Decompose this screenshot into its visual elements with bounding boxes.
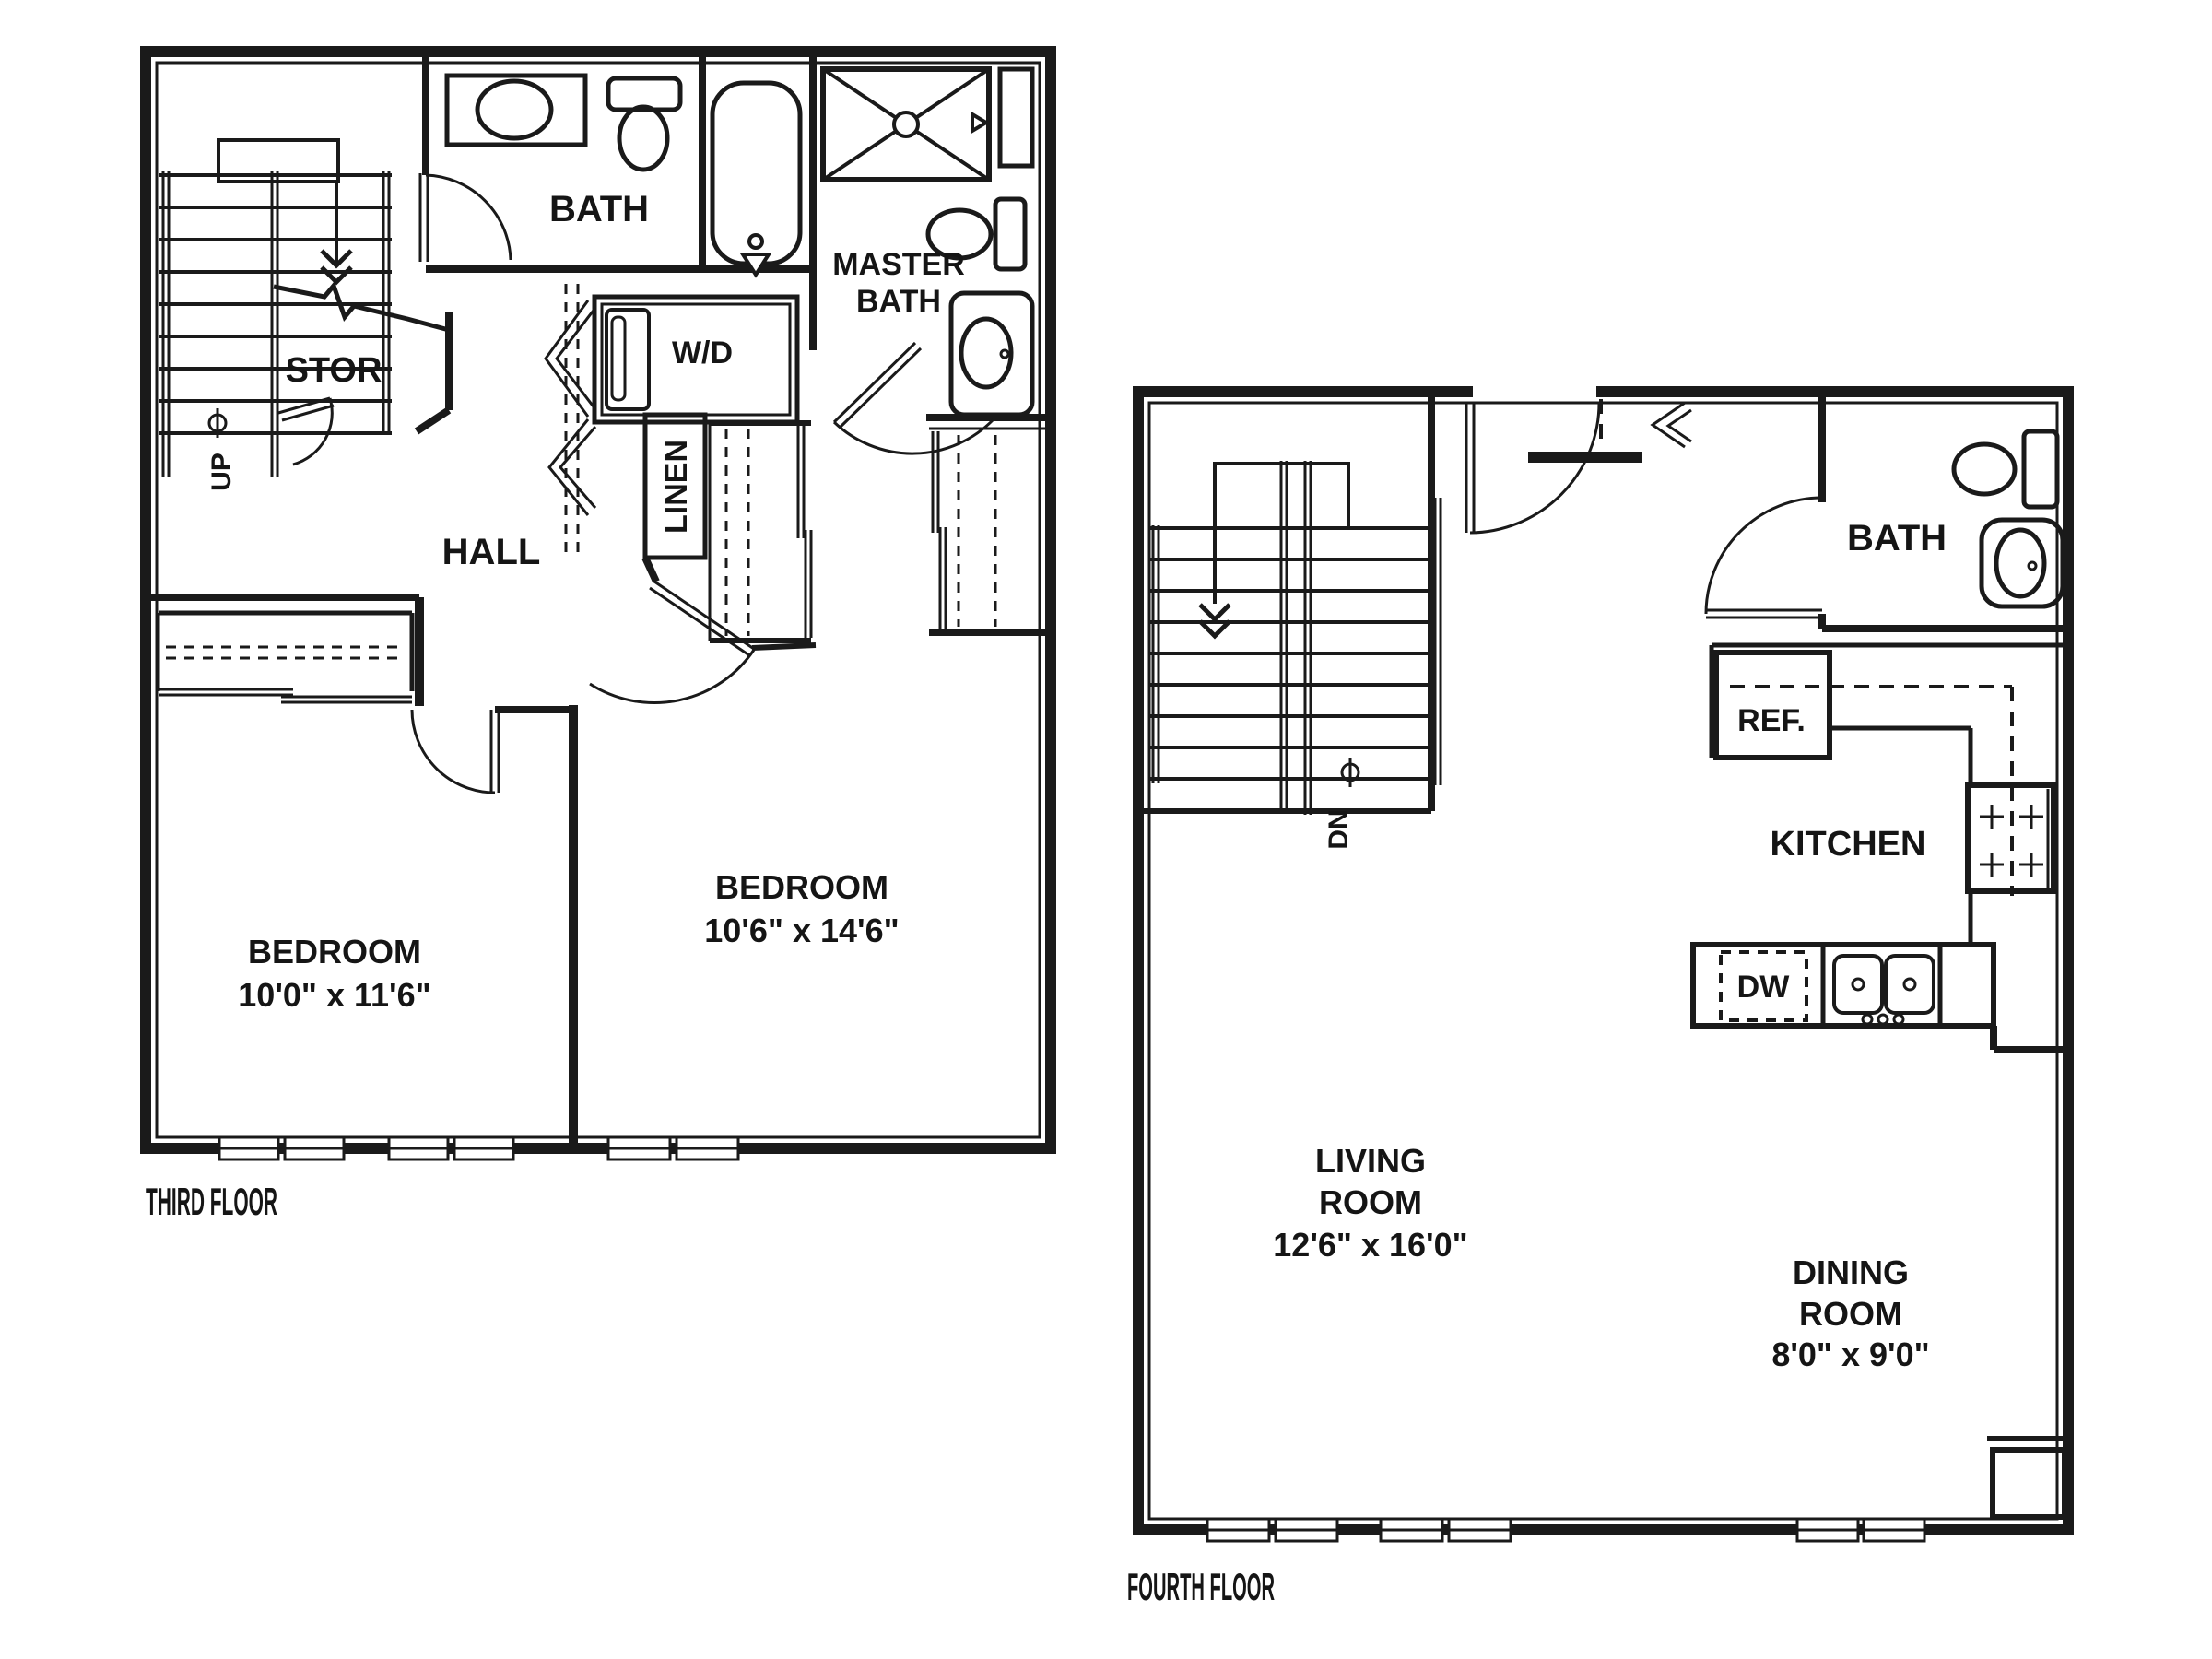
third-floor-title: THIRD FLOOR xyxy=(146,1180,277,1223)
toilet-tank xyxy=(606,76,683,112)
toilet-tank xyxy=(993,196,1028,272)
sink-icon xyxy=(475,78,554,141)
kitchen-sink-icon xyxy=(1820,942,1943,1029)
fourth-floor-outer-wall xyxy=(1133,386,2074,1535)
sink-icon xyxy=(959,316,1014,390)
stair-break-line xyxy=(273,281,450,333)
master-bath-label-line2: BATH xyxy=(856,284,941,319)
down-arrow-icon xyxy=(1198,603,1231,623)
dishwasher-outline xyxy=(1719,950,1808,1022)
down-arrow-icon xyxy=(320,265,353,286)
fourth-floor-plan: DN BATH xyxy=(1127,384,2074,1608)
toilet-icon xyxy=(925,207,994,261)
washer-dryer-appliance xyxy=(605,308,651,411)
sink-icon xyxy=(1994,527,2047,599)
bedroom1-door xyxy=(410,709,500,794)
bedroom2-door xyxy=(589,556,817,705)
third-floor-plan: UP STOR xyxy=(140,46,1056,1223)
bifold-door-icon xyxy=(1650,401,1686,449)
vanity-counter xyxy=(948,290,1035,418)
tub-faucet-marker xyxy=(739,253,772,278)
entry-door xyxy=(1465,384,1601,535)
bath-label: BATH xyxy=(549,189,649,229)
dining-room-dims: 8'0" x 9'0" xyxy=(1771,1335,1929,1373)
bath-room-fourth: BATH xyxy=(1704,392,2068,632)
living-room-label-line2: ROOM xyxy=(1319,1183,1422,1221)
stair-upper-run-outline xyxy=(217,138,340,183)
down-arrow-icon xyxy=(320,249,353,269)
toilet-tank xyxy=(2021,429,2060,510)
stairs-down: DN xyxy=(1144,392,1442,850)
bedroom2-dims: 10'6" x 14'6" xyxy=(704,912,899,949)
shower-shelf xyxy=(997,66,1035,169)
washer-dryer-label: W/D xyxy=(672,335,733,371)
refrigerator-icon xyxy=(1713,650,1832,760)
storage-angled-jamb xyxy=(414,406,452,435)
shower-head-marker xyxy=(971,111,990,135)
stove-icon xyxy=(1965,782,2056,894)
dining-room-label-line2: ROOM xyxy=(1799,1295,1902,1333)
toilet-icon xyxy=(1951,441,2018,497)
shower-icon xyxy=(820,66,992,182)
bifold-door-icon xyxy=(559,426,597,509)
storage-door xyxy=(277,396,335,466)
bifold-door-icon xyxy=(544,300,590,418)
living-room-dims: 12'6" x 16'0" xyxy=(1273,1226,1467,1264)
third-floor-outer-wall xyxy=(140,46,1056,1154)
bedroom2-closet-right xyxy=(929,427,1045,636)
fourth-floor-inner-wall-line xyxy=(1147,401,2059,1521)
dining-corner-notch xyxy=(1987,1436,2067,1520)
toilet-icon xyxy=(617,104,670,172)
master-bath-room: MASTER BATH xyxy=(809,52,1045,455)
third-floor-windows xyxy=(218,1135,740,1161)
bath-door xyxy=(1704,496,1823,619)
living-room-label-line1: LIVING xyxy=(1315,1142,1426,1180)
bedroom2-label: BEDROOM xyxy=(715,868,888,906)
hall-label: HALL xyxy=(442,532,541,572)
kitchen-label: KITCHEN xyxy=(1771,825,1926,864)
down-arrow-icon xyxy=(1198,619,1231,640)
bedroom1-closet xyxy=(157,610,415,704)
bedroom1-label: BEDROOM xyxy=(248,933,421,971)
sink-faucet xyxy=(999,348,1010,359)
kitchen-area: REF. KITCHEN DW xyxy=(1690,642,2068,1053)
fourth-floor-title: FOURTH FLOOR xyxy=(1127,1565,1275,1608)
master-bath-label-line1: MASTER xyxy=(832,247,965,282)
refrigerator-label: REF. xyxy=(1737,703,1806,738)
shower-drain xyxy=(892,111,920,138)
tub-drain xyxy=(747,233,764,250)
bifold-door-icon xyxy=(547,418,590,516)
dishwasher-label: DW xyxy=(1737,970,1791,1005)
bath-room-third: BATH xyxy=(418,52,813,278)
stairs-up: UP xyxy=(159,138,450,491)
sink-faucet xyxy=(2027,560,2038,571)
bath-label: BATH xyxy=(1847,518,1947,559)
fourth-floor-windows xyxy=(1206,1517,1926,1543)
bath-door xyxy=(418,173,512,262)
bedroom1-dims: 10'0" x 11'6" xyxy=(238,976,430,1014)
storage-label: STOR xyxy=(286,351,382,390)
bifold-door-icon xyxy=(1665,408,1692,443)
stairs-up-label: UP xyxy=(206,453,237,491)
washer-dryer-closet: W/D xyxy=(544,294,800,425)
linen-closet: LINEN xyxy=(547,412,708,560)
vanity-counter xyxy=(1979,517,2065,609)
stairs-down-label: DN xyxy=(1324,809,1354,849)
bifold-door-icon xyxy=(555,307,597,410)
bedroom2-closet-left xyxy=(708,420,813,643)
master-bath-door xyxy=(832,341,995,455)
vanity-counter xyxy=(444,73,588,147)
dining-room-label-line1: DINING xyxy=(1793,1253,1909,1291)
linen-label: LINEN xyxy=(659,440,694,534)
